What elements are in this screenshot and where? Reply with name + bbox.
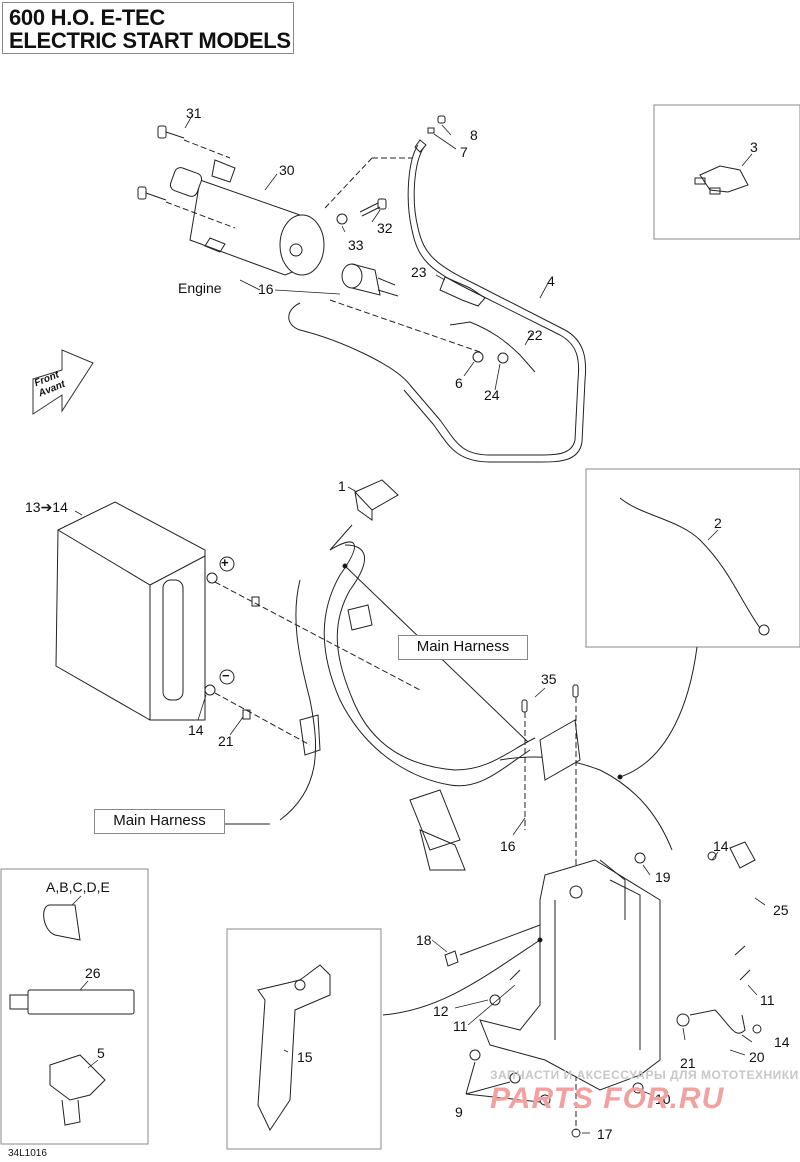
callout-33: 33 — [348, 237, 364, 253]
title-line-1: 600 H.O. E-TEC — [9, 5, 165, 30]
grommet-9b-part — [509, 1072, 521, 1084]
cable-4-part — [288, 144, 587, 463]
diagram-title: 600 H.O. E-TEC ELECTRIC START MODELS — [2, 2, 294, 54]
bolt-11-part — [509, 969, 521, 981]
callout-14-battery: 14 — [188, 722, 204, 738]
battery-tray-part — [479, 859, 661, 1091]
grommet-19-part — [634, 852, 646, 864]
callout-14-right: 14 — [774, 1034, 790, 1050]
grommet-9a-part — [469, 1049, 481, 1061]
cap-35b-part — [572, 684, 579, 698]
front-direction-arrow-icon — [32, 349, 94, 415]
callout-8: 8 — [470, 127, 478, 143]
washer-7-part — [427, 127, 435, 134]
callout-7: 7 — [460, 144, 468, 160]
callout-3: 3 — [750, 139, 758, 155]
callout-10: 10 — [655, 1091, 671, 1107]
nut-insert-21-part — [242, 709, 251, 720]
boot-23-part — [439, 276, 486, 307]
main-harness-label-lower: Main Harness — [94, 809, 225, 834]
battery-part — [55, 501, 218, 721]
washer-33-part — [336, 213, 348, 225]
callout-19: 19 — [655, 869, 671, 885]
grommet-9c-part — [539, 1094, 551, 1106]
clip-5-part — [49, 1054, 106, 1126]
callout-21-right: 21 — [680, 1055, 696, 1071]
callout-22: 22 — [527, 327, 543, 343]
callout-16-bottom: 16 — [500, 838, 516, 854]
grommet-10-part — [632, 1082, 644, 1094]
fuse-3-part — [694, 165, 749, 195]
nut-6-part — [472, 351, 484, 363]
callout-30: 30 — [279, 162, 295, 178]
fuse-inset-frame — [653, 104, 800, 240]
bolt-18-part — [444, 950, 459, 967]
bolt-32-part — [359, 198, 387, 217]
compound-tube-26-part — [9, 989, 135, 1015]
watermark-text: ЗАПЧАСТИ И АКСЕССУАРЫ ДЛЯ МОТОТЕХНИКИ — [490, 1068, 799, 1082]
title-line-2: ELECTRIC START MODELS — [9, 28, 291, 53]
callout-12: 12 — [433, 1003, 449, 1019]
bracket-inset-frame — [226, 928, 382, 1150]
callout-2: 2 — [714, 515, 722, 531]
callout-24: 24 — [484, 387, 500, 403]
callout-16-top: 16 — [258, 281, 274, 297]
bolt-31-part — [137, 125, 236, 229]
bolt-11b-part — [734, 945, 751, 981]
callout-9: 9 — [455, 1104, 463, 1120]
callout-5: 5 — [97, 1045, 105, 1061]
callout-18: 18 — [416, 932, 432, 948]
starter-motor-part — [169, 159, 325, 276]
nut-8-part — [437, 115, 446, 124]
positive-terminal-icon — [219, 556, 235, 572]
cap-25-part — [729, 841, 756, 869]
cable-22-part — [449, 321, 536, 373]
callout-35: 35 — [541, 671, 557, 687]
callout-4: 4 — [547, 273, 555, 289]
callout-11-left: 11 — [453, 1018, 468, 1034]
cap-35-part — [521, 699, 528, 713]
callout-17: 17 — [597, 1126, 613, 1142]
nut-24-part — [497, 352, 509, 364]
bracket-15-part — [257, 964, 331, 1132]
cable-inset-frame — [585, 468, 800, 648]
plus-label: + — [221, 555, 229, 570]
callout-6: 6 — [455, 375, 463, 391]
callout-11-right: 11 — [760, 992, 775, 1008]
figure-code: 34L1016 — [8, 1148, 47, 1159]
callout-21-battery: 21 — [218, 733, 234, 749]
watermark-logo: PARTS FOR.RU — [490, 1082, 725, 1115]
callout-14-upper-right: 14 — [713, 838, 729, 854]
accessories-inset-frame — [0, 868, 149, 1145]
callout-13-to-14: 13➔14 — [25, 499, 68, 515]
callout-23: 23 — [411, 264, 427, 280]
callout-20: 20 — [749, 1049, 765, 1065]
lock-washer-12-part — [489, 994, 501, 1006]
lock-washer-21-part — [676, 1013, 690, 1027]
callout-31: 31 — [186, 105, 202, 121]
callout-26: 26 — [85, 965, 101, 981]
relay-1-part — [354, 479, 399, 521]
solenoid-16-part — [341, 263, 399, 297]
minus-label: − — [222, 668, 230, 683]
cable-tie-part — [43, 904, 81, 941]
screw-17-part — [571, 1128, 581, 1138]
negative-terminal-icon — [219, 669, 235, 685]
callout-15: 15 — [297, 1049, 313, 1065]
callout-engine: Engine — [178, 280, 222, 296]
cable-20-part — [689, 1009, 746, 1034]
main-harness-part — [279, 541, 673, 871]
terminal-part — [414, 139, 427, 153]
cable-2-part — [619, 497, 761, 629]
nut-14-part — [752, 1024, 762, 1034]
callout-25: 25 — [773, 902, 789, 918]
main-harness-label-upper: Main Harness — [398, 635, 528, 660]
callout-1: 1 — [338, 478, 346, 494]
callout-32: 32 — [377, 220, 393, 236]
callout-abcde: A,B,C,D,E — [46, 879, 110, 895]
